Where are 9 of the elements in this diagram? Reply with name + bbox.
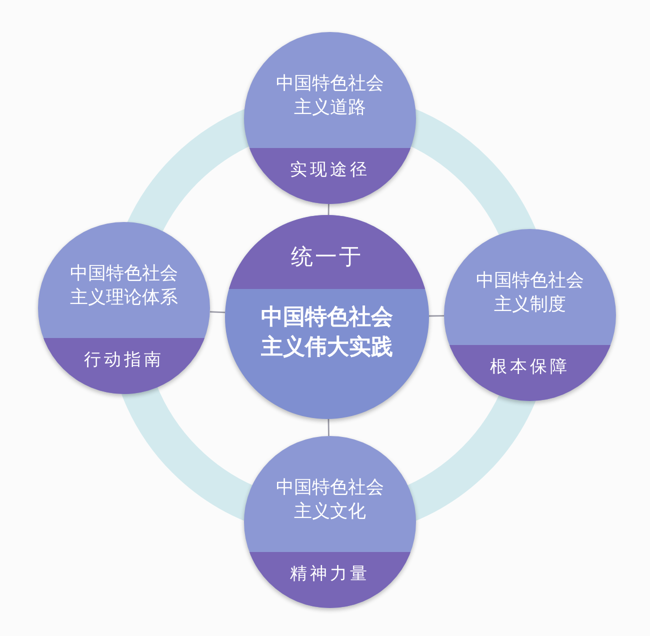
- connector-line: [210, 311, 226, 314]
- connector-line: [428, 315, 444, 317]
- node-title: 中国特色社会主义道路: [275, 72, 385, 120]
- node-title: 中国特色社会主义制度: [475, 269, 585, 318]
- node-title: 中国特色社会主义理论体系: [69, 262, 179, 310]
- connector-line: [328, 418, 330, 436]
- node-title: 中国特色社会主义文化: [275, 476, 385, 524]
- center-title: 中国特色社会主义伟大实践: [260, 304, 394, 362]
- connector-line: [328, 204, 330, 216]
